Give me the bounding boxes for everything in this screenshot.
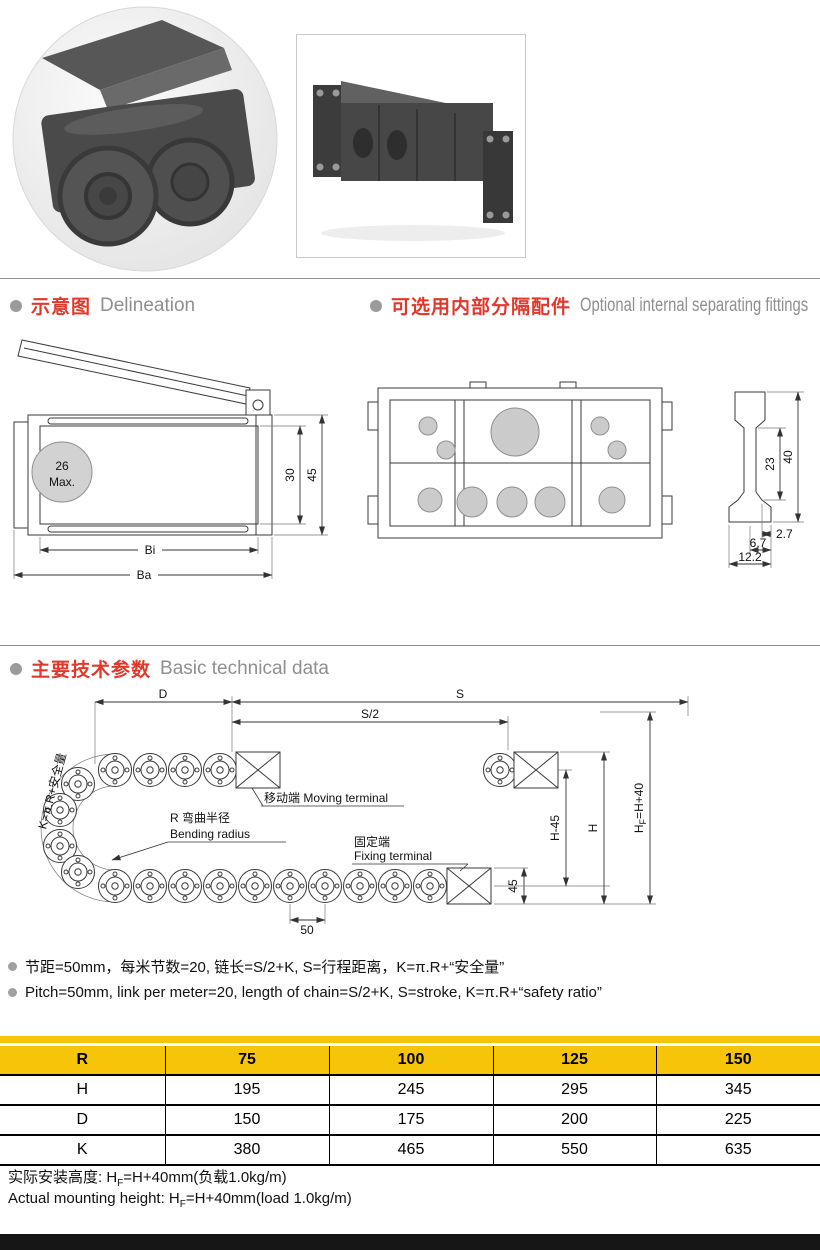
table-row: H 195 245 295 345 [0, 1075, 820, 1106]
table-row: K 380 465 550 635 [0, 1135, 820, 1166]
table-cell: 295 [492, 1075, 656, 1106]
heading-en: Basic technical data [160, 657, 330, 679]
bullet-icon [8, 962, 17, 971]
bending-radius-label-en: Bending radius [170, 827, 250, 841]
table-cell: 225 [655, 1105, 820, 1136]
table-header-cell: 125 [492, 1046, 656, 1076]
dim-bi-label: Bi [145, 543, 156, 557]
chain-closeup [41, 20, 255, 247]
ball-dim-value: 26 [55, 459, 69, 473]
bend-outer-arc [40, 753, 116, 903]
note-text: =H+40mm(load 1.0kg/m) [185, 1190, 352, 1207]
dim-23-label: 23 [763, 457, 777, 471]
segment-photo-art [313, 81, 513, 241]
heading-zh: 示意图 [31, 297, 92, 318]
footer-bar [0, 1234, 820, 1250]
table-cell: 195 [164, 1075, 329, 1106]
vertical-dimensions: 45 H-45 H HF=H+40 [494, 711, 656, 905]
table-header-cell: R [0, 1046, 165, 1076]
bullet-icon [8, 988, 17, 997]
side-view-drawing: 26 Max. 30 45 Bi Ba [13, 339, 328, 582]
dim-40-label: 40 [781, 450, 795, 464]
table-cell: 635 [655, 1135, 820, 1166]
note-text: =H+40mm(负载1.0kg/m) [123, 1169, 287, 1186]
dim-50-label: 50 [300, 923, 314, 937]
table-cell: 465 [328, 1135, 493, 1166]
bullet-icon [10, 662, 22, 675]
section-heading-delineation: 示意图 Delineation [10, 292, 195, 319]
dim-s2-label: S/2 [361, 707, 379, 721]
table-header-cell: 150 [655, 1046, 820, 1076]
moving-terminal-bracket [235, 751, 281, 789]
bullet-icon [370, 299, 382, 312]
table-header-cell: 100 [328, 1046, 493, 1076]
subscript: F [179, 1199, 186, 1210]
heading-zh: 主要技术参数 [31, 660, 152, 681]
product-photo-segment [296, 34, 526, 258]
cross-section-drawing [367, 381, 673, 539]
dim-12-2-label: 12.2 [738, 550, 762, 564]
table-cell: 380 [164, 1135, 329, 1166]
moving-terminal-far-bracket [513, 751, 559, 789]
fixing-terminal-bracket [446, 867, 492, 905]
table-cell: H [0, 1075, 165, 1106]
table-cell: 345 [655, 1075, 820, 1106]
table-row: D 150 175 200 225 [0, 1105, 820, 1136]
bullet-icon [10, 299, 22, 312]
table-cell: 245 [328, 1075, 493, 1106]
dim-2-7-label: 2.7 [776, 527, 793, 541]
dim-h-label: H [586, 824, 600, 833]
section-heading-technical: 主要技术参数 Basic technical data [10, 655, 329, 682]
note-text: Actual mounting height: H [8, 1190, 180, 1207]
heading-zh: 可选用内部分隔配件 [391, 297, 572, 318]
bend-inner-arc [72, 785, 116, 871]
subscript: F [117, 1178, 124, 1189]
spec-table: R 75 100 125 150 H 195 245 295 345 D 150… [0, 1046, 820, 1166]
table-cell: D [0, 1105, 165, 1136]
fixing-terminal-label-zh: 固定端 [354, 834, 390, 849]
chain-travel-diagram: D S S/2 50 45 H-45 H HF=H+40 [34, 688, 689, 937]
delineation-drawing: 26 Max. 30 45 Bi Ba [13, 339, 804, 582]
table-cell: K [0, 1135, 165, 1166]
dim-6-7-label: 6.7 [750, 536, 767, 550]
divider [0, 278, 820, 279]
product-photo-closeup [12, 6, 278, 272]
dim-s-label: S [456, 688, 464, 701]
bending-radius-label-zh: R 弯曲半径 [170, 810, 230, 825]
section-heading-fittings: 可选用内部分隔配件 Optional internal separating f… [370, 292, 820, 319]
table-cell: 175 [328, 1105, 493, 1136]
dim-30-label: 30 [283, 468, 297, 482]
divider [0, 645, 820, 646]
table-cell: 150 [164, 1105, 329, 1136]
table-cell: 200 [492, 1105, 656, 1136]
dim-hf-label: HF=H+40 [632, 783, 648, 834]
moving-terminal-label: 移动端 Moving terminal [264, 791, 388, 805]
ball-dim-max: Max. [49, 475, 75, 489]
table-header-row: R 75 100 125 150 [0, 1046, 820, 1076]
note-mounting-height-zh: 实际安装高度: HF=H+40mm(负载1.0kg/m) [8, 1166, 287, 1189]
table-cell: 550 [492, 1135, 656, 1166]
dim-h45-label: H-45 [548, 815, 562, 841]
table-header-cell: 75 [164, 1046, 329, 1076]
dim-ba-label: Ba [137, 568, 152, 582]
heading-en: Delineation [100, 294, 196, 316]
note-mounting-height-en: Actual mounting height: HF=H+40mm(load 1… [8, 1190, 352, 1210]
horizontal-dimensions: D S S/2 50 [94, 688, 689, 937]
closeup-photo-art [12, 6, 278, 272]
fixing-terminal-label-en: Fixing terminal [354, 849, 432, 863]
note-formula-en: Pitch=50mm, link per meter=20, length of… [8, 984, 602, 1001]
note-text: 实际安装高度: H [8, 1169, 118, 1186]
heading-en: Optional internal separating fittings [580, 294, 809, 316]
dim-d-label: D [159, 688, 168, 701]
dim-45-label: 45 [305, 468, 319, 482]
note-text: Pitch=50mm, link per meter=20, length of… [25, 984, 602, 1001]
note-text: 节距=50mm，每米节数=20, 链长=S/2+K, S=行程距离，K=π.R+… [25, 959, 505, 976]
separator-profile-drawing: 23 40 2.7 6.7 12.2 [728, 391, 804, 568]
table-top-strip [0, 1036, 820, 1043]
note-formula-zh: 节距=50mm，每米节数=20, 链长=S/2+K, S=行程距离，K=π.R+… [8, 956, 504, 977]
